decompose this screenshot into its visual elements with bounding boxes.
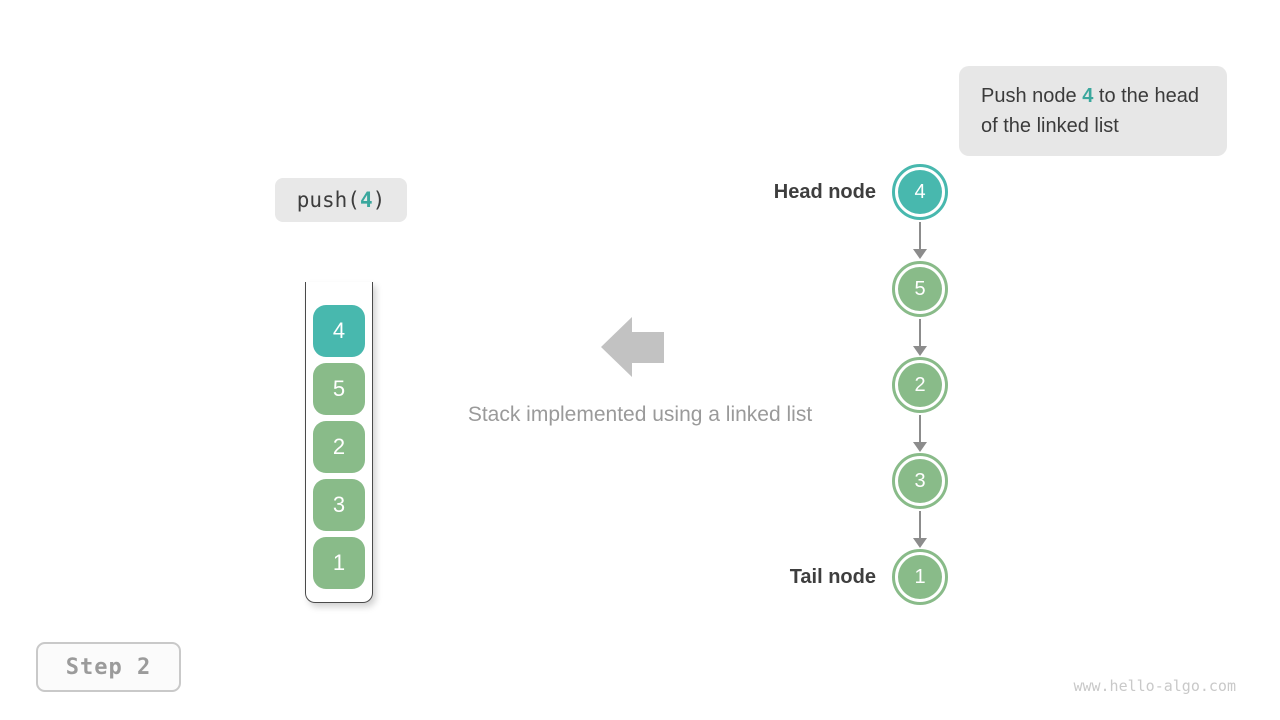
stack-item: 3	[313, 479, 365, 531]
left-block-arrow-shaft	[632, 332, 664, 363]
stack-item: 2	[313, 421, 365, 473]
operation-arg: 4	[359, 188, 373, 212]
arrow-down-line	[919, 415, 921, 442]
stack-item: 5	[313, 363, 365, 415]
tail-node-label: Tail node	[789, 566, 876, 588]
stack-item: 4	[313, 305, 365, 357]
operation-suffix: )	[372, 188, 386, 212]
arrow-down-line	[919, 319, 921, 346]
linked-list-node: 2	[892, 357, 948, 413]
linked-list-node: 4	[892, 164, 948, 220]
stack-item: 1	[313, 537, 365, 589]
linked-list-node-value: 5	[898, 267, 942, 311]
stack-container: 4 5 2 3 1	[305, 282, 373, 603]
watermark-text: www.hello-algo.com	[1073, 677, 1236, 695]
head-node-label: Head node	[773, 181, 876, 203]
arrow-down-head	[913, 442, 927, 452]
caption-text: Stack implemented using a linked list	[467, 403, 813, 426]
linked-list-node: 5	[892, 261, 948, 317]
operation-chip: push(4)	[275, 178, 407, 222]
callout-bubble: Push node 4 to the head of the linked li…	[959, 66, 1227, 156]
linked-list-node-value: 1	[898, 555, 942, 599]
linked-list-node: 3	[892, 453, 948, 509]
arrow-down-head	[913, 346, 927, 356]
arrow-down-icon	[913, 222, 927, 259]
left-block-arrow-tip	[601, 317, 632, 377]
arrow-down-icon	[913, 511, 927, 548]
arrow-down-head	[913, 249, 927, 259]
linked-list-node-value: 4	[898, 170, 942, 214]
callout-text-prefix: Push node	[981, 85, 1083, 107]
linked-list-node: 1	[892, 549, 948, 605]
arrow-down-icon	[913, 415, 927, 452]
step-badge: Step 2	[36, 642, 181, 692]
linked-list-node-value: 3	[898, 459, 942, 503]
left-block-arrow-icon	[601, 317, 664, 377]
arrow-down-head	[913, 538, 927, 548]
operation-prefix: push(	[296, 188, 360, 212]
arrow-down-line	[919, 222, 921, 249]
callout-text-suffix: to the head of the linked list	[981, 85, 1199, 137]
linked-list-node-value: 2	[898, 363, 942, 407]
arrow-down-icon	[913, 319, 927, 356]
callout-highlight-value: 4	[1082, 85, 1094, 107]
arrow-down-line	[919, 511, 921, 538]
